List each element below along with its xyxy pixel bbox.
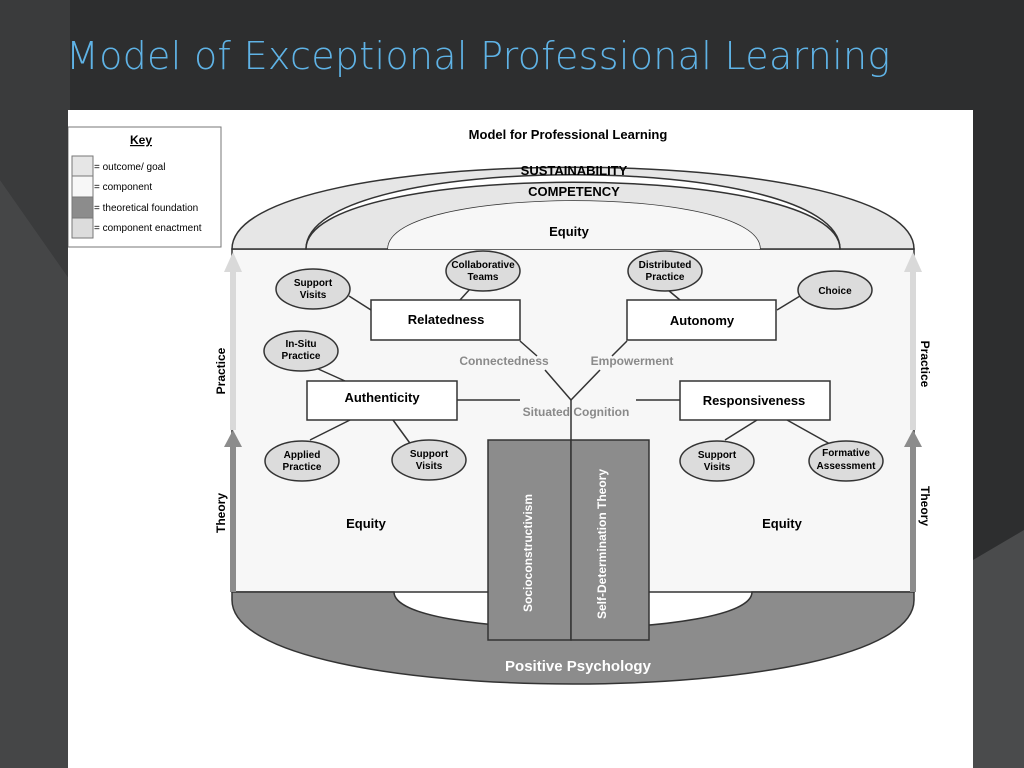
distributed-practice-line2: Practice <box>646 272 685 283</box>
in-situ-line1: In-Situ <box>285 339 316 350</box>
oval-distributed-practice <box>627 250 703 292</box>
equity-right-label: Equity <box>762 516 802 531</box>
enactment-labels: Support Visits Collaborative Teams Distr… <box>282 260 877 473</box>
oval-support-visits-responsiveness <box>679 440 755 482</box>
formative-assessment-line2: Assessment <box>817 461 877 472</box>
oval-collaborative-teams <box>445 250 521 292</box>
responsiveness-box <box>679 380 831 421</box>
practice-left-label: Practice <box>214 347 228 394</box>
socioconstructivism-label: Socioconstructivism <box>521 494 535 612</box>
support-visits-auth-line1: Support <box>410 449 449 460</box>
key-label-foundation: = theoretical foundation <box>94 203 198 214</box>
oval-formative-assessment <box>808 440 884 482</box>
collaborative-teams-line1: Collaborative <box>451 260 515 271</box>
key-label-component: = component <box>94 182 152 193</box>
theory-left-label: Theory <box>214 493 228 533</box>
positive-psychology-label: Positive Psychology <box>505 658 652 675</box>
relatedness-label: Relatedness <box>408 312 485 327</box>
collaborative-teams-line2: Teams <box>468 272 499 283</box>
key-swatch-outcome <box>71 155 94 177</box>
support-visits-auth-line2: Visits <box>416 461 443 472</box>
oval-support-visits-authenticity <box>391 439 467 481</box>
oval-in-situ-practice <box>263 330 339 372</box>
support-visits-resp-line1: Support <box>698 450 737 461</box>
theory-right-label: Theory <box>918 486 932 526</box>
key-legend: Key = outcome/ goal = component = theore… <box>68 126 222 248</box>
equity-top-label: Equity <box>549 224 589 239</box>
enactment-ovals <box>263 250 884 482</box>
formative-assessment-line1: Formative <box>822 448 870 459</box>
autonomy-label: Autonomy <box>670 313 735 328</box>
responsiveness-label: Responsiveness <box>703 393 806 408</box>
relatedness-box <box>370 299 521 341</box>
right-arrows <box>904 252 922 592</box>
authenticity-box <box>306 380 458 421</box>
applied-practice-line1: Applied <box>284 450 321 461</box>
key-label-enactment: = component enactment <box>94 223 202 234</box>
distributed-practice-line1: Distributed <box>639 260 692 271</box>
self-determination-pillar <box>570 439 650 641</box>
empowerment-label: Empowerment <box>591 354 674 368</box>
support-visits-rel-line1: Support <box>294 278 333 289</box>
oval-support-visits-relatedness <box>275 268 351 310</box>
oval-applied-practice <box>264 440 340 482</box>
sustainability-arch <box>231 166 915 250</box>
diagram-panel: Key = outcome/ goal = component = theore… <box>68 110 973 768</box>
key-heading: Key <box>130 133 152 147</box>
sustainability-label: SUSTAINABILITY <box>521 163 628 178</box>
self-determination-label: Self-Determination Theory <box>595 469 609 619</box>
socioconstructivism-pillar <box>487 439 572 641</box>
authenticity-label: Authenticity <box>344 390 420 405</box>
equity-left-label: Equity <box>346 516 386 531</box>
diagram-title: Model for Professional Learning <box>469 127 668 142</box>
slide-title: Model of Exceptional Professional Learni… <box>66 34 891 78</box>
key-swatch-foundation <box>71 196 94 219</box>
in-situ-line2: Practice <box>282 351 321 362</box>
support-visits-rel-line2: Visits <box>300 290 327 301</box>
key-swatch-component <box>71 175 94 198</box>
left-arrows <box>224 252 242 592</box>
model-diagram: Key = outcome/ goal = component = theore… <box>68 126 932 685</box>
connectedness-label: Connectedness <box>459 354 549 368</box>
key-label-outcome: = outcome/ goal <box>94 162 165 173</box>
competency-label: COMPETENCY <box>528 184 620 199</box>
applied-practice-line2: Practice <box>283 462 322 473</box>
connector-lines <box>309 288 831 447</box>
equity-dome <box>388 201 760 249</box>
key-swatch-enactment <box>71 217 94 239</box>
support-visits-resp-line2: Visits <box>704 462 731 473</box>
situated-cognition-label: Situated Cognition <box>523 405 630 419</box>
autonomy-box <box>626 299 777 341</box>
practice-right-label: Practice <box>918 341 932 388</box>
oval-choice <box>797 270 873 310</box>
choice-line1: Choice <box>818 286 852 297</box>
